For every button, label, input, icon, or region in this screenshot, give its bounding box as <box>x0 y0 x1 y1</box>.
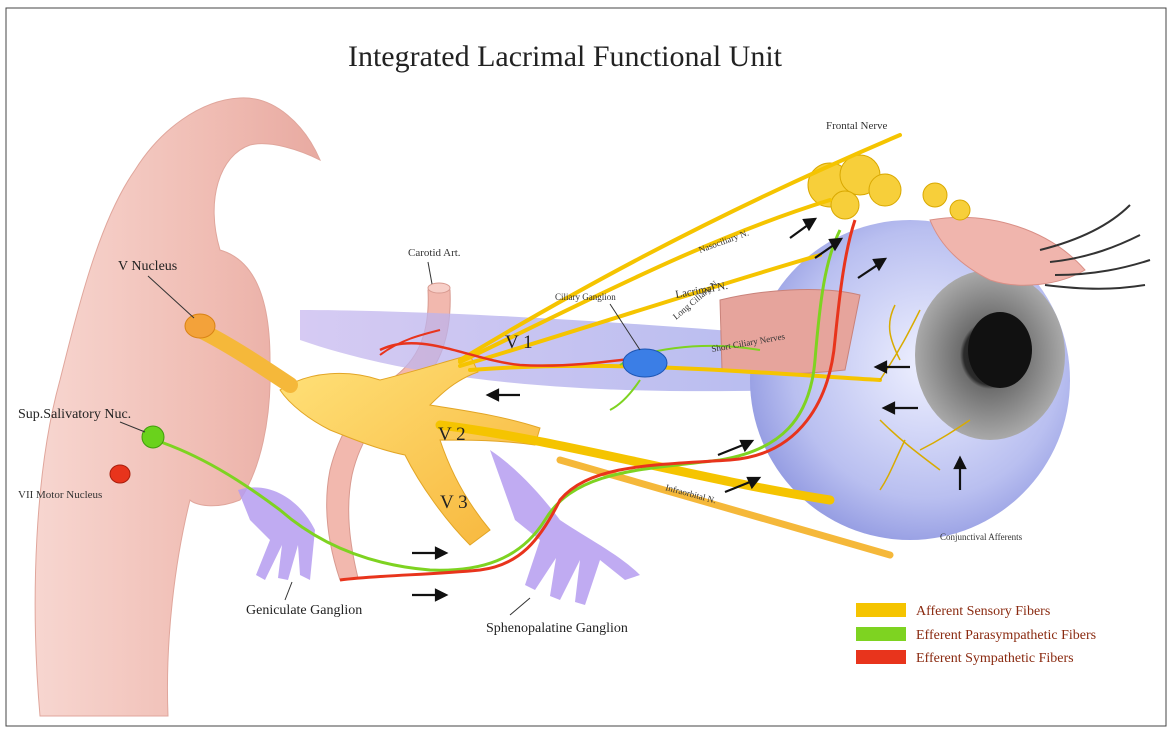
vii-motor-nucleus-dot <box>110 465 130 483</box>
label-carotid-art: Carotid Art. <box>408 247 461 259</box>
label-geniculate-ganglion: Geniculate Ganglion <box>246 603 362 618</box>
v-nucleus-dot <box>185 314 215 338</box>
sphenopalatine-leader-line <box>510 598 530 615</box>
label-sphenopalatine-ganglion: Sphenopalatine Ganglion <box>486 621 628 636</box>
legend-label-afferent: Afferent Sensory Fibers <box>916 604 1050 619</box>
label-vii-motor-nucleus: VII Motor Nucleus <box>18 489 102 501</box>
label-v-nucleus: V Nucleus <box>118 259 177 274</box>
label-sup-salivatory-nuc: Sup.Salivatory Nuc. <box>18 407 131 422</box>
ciliary-ganglion-body <box>623 349 667 377</box>
legend-swatch-sympathetic <box>856 650 906 664</box>
legend: Afferent Sensory Fibers Efferent Parasym… <box>856 603 1096 666</box>
geniculate-leader-line <box>285 582 292 600</box>
sup-salivatory-nucleus-dot <box>142 426 164 448</box>
arrow-v1-left <box>488 390 520 400</box>
legend-swatch-parasympathetic <box>856 627 906 641</box>
label-frontal-nerve: Frontal Nerve <box>826 120 888 132</box>
geniculate-ganglion-shape <box>238 487 315 580</box>
label-v2: V 2 <box>438 424 466 445</box>
arrow-gland-1 <box>790 219 815 238</box>
pupil <box>968 312 1032 388</box>
legend-label-parasympathetic: Efferent Parasympathetic Fibers <box>916 628 1096 643</box>
carotid-artery-opening <box>428 283 450 293</box>
legend-label-sympathetic: Efferent Sympathetic Fibers <box>916 651 1074 666</box>
diagram-title: Integrated Lacrimal Functional Unit <box>348 40 783 73</box>
label-v1: V 1 <box>505 332 533 353</box>
trigeminal-ganglion <box>280 355 540 545</box>
legend-swatch-afferent <box>856 603 906 617</box>
label-infraorbital-n: Infraorbital N. <box>664 482 717 505</box>
label-v3: V 3 <box>440 492 468 513</box>
arrow-bottom-1 <box>412 548 446 558</box>
label-nasociliary-n: Nasociliary N. <box>697 228 750 255</box>
arrow-bottom-2 <box>412 590 446 600</box>
label-ciliary-ganglion: Ciliary Ganglion <box>555 292 616 302</box>
label-conjunctival-afferents: Conjunctival Afferents <box>940 532 1023 542</box>
carotid-leader-line <box>428 262 432 284</box>
